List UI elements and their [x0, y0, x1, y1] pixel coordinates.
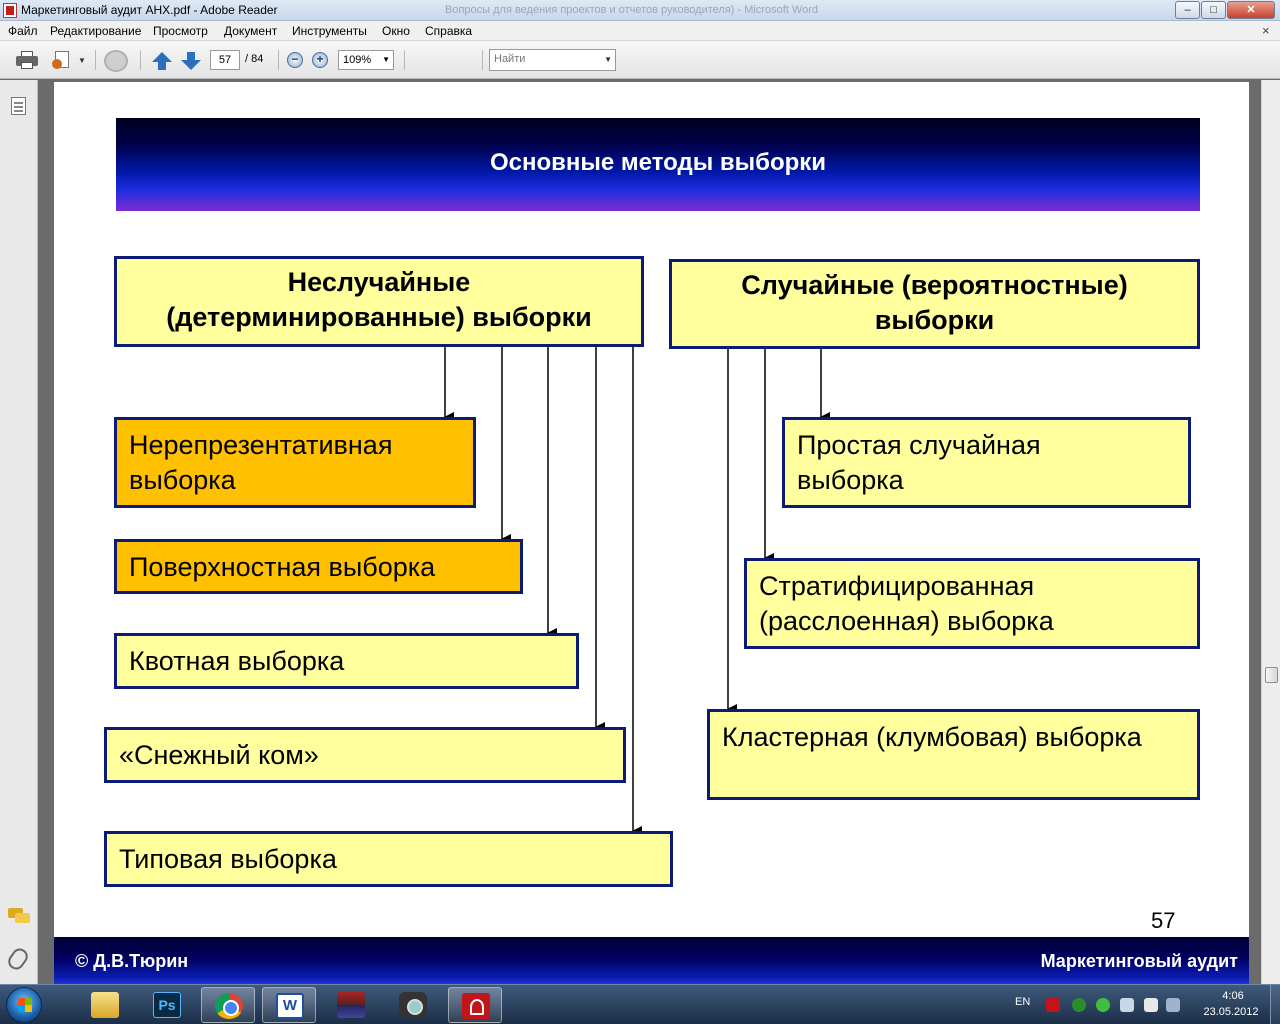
nonrandom-sampling-heading: Неслучайные (детерминированные) выборки: [114, 256, 644, 347]
menu-file[interactable]: Файл: [8, 24, 38, 38]
footer-author: © Д.В.Тюрин: [75, 951, 189, 971]
slide-header: Основные методы выборки: [116, 118, 1200, 211]
menu-edit[interactable]: Редактирование: [50, 24, 142, 38]
page-count: / 84: [245, 53, 264, 65]
quota-sampling-box: Квотная выборка: [114, 633, 579, 689]
menu-document[interactable]: Документ: [224, 24, 278, 38]
page-number-input[interactable]: 57: [210, 50, 240, 70]
taskbar-explorer[interactable]: [78, 987, 132, 1023]
page-thumbnails-icon[interactable]: [11, 97, 26, 115]
zoom-value: 109%: [343, 54, 372, 66]
taskbar-photoshop[interactable]: Ps: [140, 987, 194, 1023]
taskbar-word[interactable]: W: [262, 987, 316, 1023]
window-title: Маркетинговый аудит АНХ.pdf - Adobe Read…: [21, 3, 278, 17]
menu-tools[interactable]: Инструменты: [292, 24, 367, 38]
adobe-reader-icon: [462, 993, 490, 1019]
menu-window[interactable]: Окно: [382, 24, 410, 38]
explorer-icon: [91, 992, 119, 1018]
surface-sampling-box: Поверхностная выборка: [114, 539, 523, 594]
scrollbar-thumb[interactable]: [1265, 667, 1278, 683]
comments-icon[interactable]: [8, 908, 30, 924]
find-dropdown-icon: ▼: [604, 55, 612, 64]
stratified-sampling-box: Стратифицированная (расслоенная) выборка: [744, 558, 1200, 649]
clock-time[interactable]: 4:06: [1222, 990, 1244, 1002]
start-button[interactable]: [6, 987, 42, 1023]
zoom-select[interactable]: 109% ▼: [338, 50, 394, 70]
connector-lines: [444, 347, 830, 836]
share-dropdown-icon[interactable]: ▼: [78, 56, 86, 65]
find-input[interactable]: Найти ▼: [489, 49, 616, 71]
menu-view[interactable]: Просмотр: [153, 24, 208, 38]
zoom-dropdown-icon: ▼: [382, 55, 390, 64]
previous-page-icon[interactable]: [152, 52, 172, 70]
action-center-flag-icon[interactable]: [1144, 998, 1158, 1012]
menu-help[interactable]: Справка: [425, 24, 473, 38]
close-document-icon[interactable]: ×: [1262, 23, 1270, 38]
background-window-title: Вопросы для ведения проектов и отчетов р…: [445, 4, 818, 16]
collaborate-icon[interactable]: [104, 50, 128, 72]
adobe-reader-icon: [3, 3, 17, 18]
close-button[interactable]: ✕: [1227, 1, 1275, 19]
random-sampling-heading: Случайные (вероятностные) выборки: [669, 259, 1200, 349]
maximize-button[interactable]: □: [1201, 1, 1226, 19]
clock-date[interactable]: 23.05.2012: [1203, 1006, 1259, 1018]
slide-page-number: 57: [1151, 908, 1176, 933]
pdf-page: Основные методы выборки Неслучайные (дет…: [54, 82, 1249, 984]
photoshop-icon: Ps: [153, 992, 181, 1018]
next-page-icon[interactable]: [181, 52, 201, 70]
nonrepresentative-sampling-box: Нерепрезентативная выборка: [114, 417, 476, 508]
find-placeholder: Найти: [494, 53, 526, 65]
taskbar-chrome[interactable]: [201, 987, 255, 1023]
zoom-out-icon[interactable]: −: [287, 52, 303, 68]
taskbar-camera[interactable]: [386, 987, 440, 1023]
menu-bar: Файл Редактирование Просмотр Документ Ин…: [0, 21, 1280, 41]
acrobat-tray-icon[interactable]: [1046, 998, 1060, 1012]
winrar-icon: [337, 992, 365, 1018]
vertical-scrollbar[interactable]: [1261, 80, 1280, 984]
print-icon[interactable]: [16, 51, 38, 69]
share-icon[interactable]: [52, 51, 72, 70]
taskbar: Ps W EN 4:06 23.05.2012: [0, 984, 1280, 1024]
cluster-sampling-box: Кластерная (клумбовая) выборка: [707, 709, 1200, 800]
zoom-in-icon[interactable]: +: [312, 52, 328, 68]
navigation-panel: [0, 80, 38, 984]
minimize-button[interactable]: –: [1175, 1, 1200, 19]
chrome-icon: [215, 993, 243, 1019]
snowball-sampling-box: «Снежный ком»: [104, 727, 626, 783]
toolbar: ▼: [0, 41, 1280, 115]
camera-icon: [399, 992, 427, 1018]
volume-icon[interactable]: [1120, 998, 1134, 1012]
word-icon: W: [276, 993, 304, 1019]
security-tray-icon[interactable]: [1072, 998, 1086, 1012]
slide-footer: © Д.В.Тюрин Маркетинговый аудит: [54, 937, 1249, 984]
footer-course: Маркетинговый аудит: [1040, 951, 1238, 971]
slide-title: Основные методы выборки: [489, 149, 827, 176]
language-indicator[interactable]: EN: [1015, 996, 1031, 1008]
taskbar-adobe-reader[interactable]: [448, 987, 502, 1023]
show-desktop-button[interactable]: [1270, 985, 1280, 1024]
status-tray-icon[interactable]: [1096, 998, 1110, 1012]
network-icon[interactable]: [1166, 998, 1180, 1012]
simple-random-sampling-box: Простая случайная выборка: [782, 417, 1191, 508]
typical-sampling-box: Типовая выборка: [104, 831, 673, 887]
title-bar: Маркетинговый аудит АНХ.pdf - Adobe Read…: [0, 0, 1280, 21]
taskbar-winrar[interactable]: [324, 987, 378, 1023]
windows-logo-icon: [18, 998, 32, 1012]
